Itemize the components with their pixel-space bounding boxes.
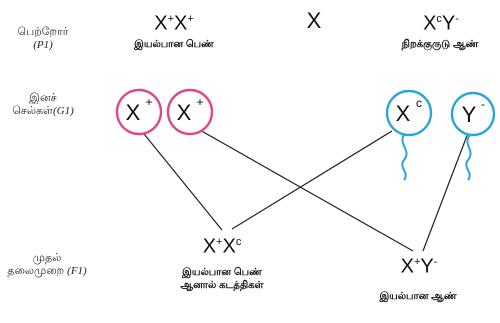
sperm-gamete-xc-base: X: [396, 101, 411, 126]
offspring-female-caption-line2: ஆனால் கடத்திகள்: [180, 280, 264, 291]
offspring-female-caption-line1: இயல்பான பெண்: [182, 267, 262, 278]
parent-female-genotype: X+X+: [136, 8, 212, 35]
egg-gamete-2-sup: +: [196, 95, 203, 109]
offspring-female-allele1-sup: +: [216, 236, 223, 248]
offspring-male-allele1: X: [400, 255, 414, 278]
offspring-female-genotype: X+Xc: [184, 231, 260, 258]
offspring-female-caption: இயல்பான பெண் ஆனால் கடத்திகள்: [166, 266, 278, 292]
row-label-p1-text: பெற்றோர்: [17, 26, 69, 38]
offspring-female-allele2: X: [222, 235, 236, 258]
parent-female-allele2: X: [174, 12, 188, 35]
parent-male-caption: நிறக்குருடு ஆண்: [401, 39, 479, 50]
parent-female-allele1: X: [154, 12, 168, 35]
egg-gamete-1: X +: [115, 88, 163, 136]
egg-gamete-2-circle: [166, 88, 214, 136]
row-label-f1: முதல் தலைமுறை (F1): [6, 252, 88, 278]
egg-gamete-1-base: X: [126, 100, 141, 125]
parent-female-allele1-sup: +: [167, 13, 174, 25]
sperm-gamete-xc: X c: [385, 89, 433, 181]
row-label-p1-sub: (P1): [33, 39, 53, 51]
sperm-gamete-y-sup: -: [481, 97, 485, 111]
row-label-f1-sub: (F1): [67, 265, 87, 277]
egg-gamete-2: X +: [166, 88, 214, 136]
egg-gamete-1-circle: [115, 88, 163, 136]
cross-line-female2-to-offspring-male: [190, 124, 414, 252]
cross-line-female1-to-offspring-female: [139, 128, 223, 231]
cross-symbol: X: [306, 8, 322, 33]
sperm-gamete-xc-sup: c: [416, 96, 422, 110]
parent-female-caption: இயல்பான பெண்: [134, 39, 214, 50]
parent-male-allele2: Y: [441, 12, 456, 35]
offspring-female-allele1: X: [202, 235, 217, 258]
row-label-f1-text2-main: தலைமுறை: [7, 265, 65, 277]
offspring-male-caption: இயல்பான ஆண்: [379, 291, 457, 302]
parent-male-allele2-sup: -: [455, 13, 459, 25]
row-label-g1-sub: (G1): [52, 105, 74, 117]
row-label-g1-text2: செல்கள்(G1): [6, 105, 80, 118]
parent-male-allele1-sup: c: [436, 13, 442, 25]
parent-male-allele1: X: [423, 12, 437, 35]
offspring-male-genotype: X+Y-: [384, 251, 454, 278]
row-label-f1-text2: தலைமுறை (F1): [6, 265, 88, 278]
cross-line-male-xc-to-offspring-female: [231, 130, 393, 230]
sperm-gamete-y: Y -: [450, 91, 496, 181]
parent-female-allele2-sup: +: [187, 13, 194, 25]
egg-gamete-2-base: X: [177, 100, 192, 125]
parent-male-genotype: XcY-: [406, 8, 476, 35]
sperm-gamete-y-head: [450, 91, 496, 137]
offspring-male-allele2: Y: [420, 255, 434, 278]
sperm-gamete-y-tail: [465, 134, 472, 181]
row-label-g1-text: இனச்: [29, 92, 57, 104]
row-label-g1-text2-main: செல்கள்: [12, 105, 53, 117]
row-label-p1: பெற்றோர் (P1): [8, 26, 78, 52]
offspring-female-allele2-sup: c: [235, 236, 242, 248]
egg-gamete-1-sup: +: [145, 95, 152, 109]
offspring-male-allele2-sup: -: [433, 256, 438, 268]
sperm-gamete-xc-head: [385, 89, 433, 137]
cross-line-male-y-to-offspring-male: [422, 132, 469, 252]
row-label-g1: இனச் செல்கள்(G1): [6, 92, 80, 118]
sperm-gamete-xc-tail: [401, 134, 408, 181]
row-label-f1-text: முதல்: [32, 252, 62, 264]
sperm-gamete-y-base: Y: [462, 102, 477, 127]
offspring-male-allele1-sup: +: [413, 256, 421, 268]
